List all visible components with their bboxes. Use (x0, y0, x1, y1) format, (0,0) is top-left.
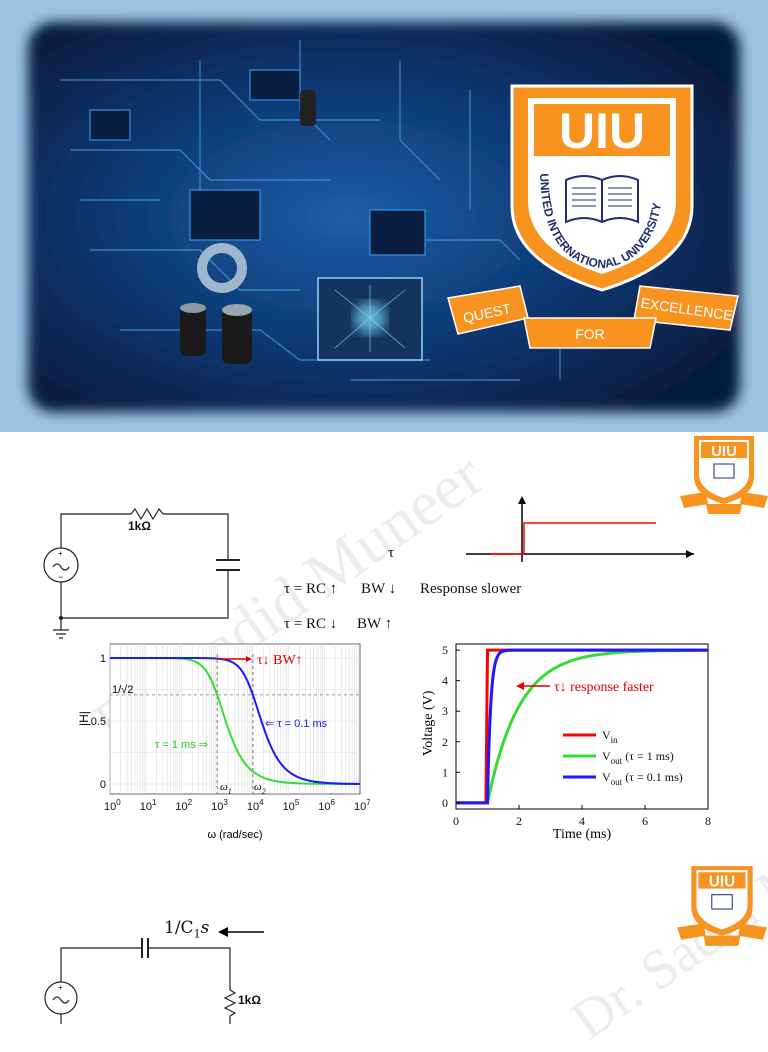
bode-xtick: 103 (211, 798, 228, 813)
bode-xlabel: ω (rad/sec) (207, 829, 262, 841)
legend-entry: Vout (τ = 1 ms) (602, 749, 674, 766)
step-plot-area (455, 643, 709, 810)
legend-entry: Vout (τ = 0.1 ms) (602, 770, 683, 787)
bode-annotation-green: τ = 1 ms ⇒ (155, 739, 208, 751)
step-ytick: 4 (442, 674, 448, 688)
note-bw-down: BW ↓ (361, 581, 397, 597)
uiu-logo-small-2: UIU (677, 866, 767, 946)
step-xtick: 8 (705, 814, 711, 828)
hero-banner: UIU UNITED INTERNATIONAL UNIVERSITY QUES… (0, 0, 768, 432)
step-xtick: 4 (579, 814, 585, 828)
capacitor-impedance-label: 1/C1s (164, 918, 209, 940)
resistor-label-2: 1kΩ (238, 993, 261, 1007)
step-annotation: τ↓ response faster (554, 680, 654, 695)
tau-symbol: τ (388, 545, 395, 561)
capacitor-icon (141, 938, 149, 958)
step-xtick: 2 (516, 814, 522, 828)
svg-text:+: + (58, 983, 63, 992)
step-ytick: 3 (442, 704, 448, 718)
omega1-label: ω (220, 781, 228, 793)
bode-xtick: 104 (247, 798, 264, 813)
step-input-graph (466, 496, 694, 562)
bode-curve-tau-0.1ms (110, 657, 360, 785)
svg-text:−: − (58, 572, 63, 582)
step-ytick: 1 (442, 765, 448, 779)
bode-annotation-top: τ↓ BW↑ (257, 653, 303, 668)
impedance-var: s (200, 918, 210, 938)
impedance-main: 1/C (164, 918, 194, 938)
bode-ytick: 1 (100, 653, 106, 665)
note-rc-up: τ = RC ↑ (284, 581, 338, 597)
bode-magnitude-plot: 1 0.5 0 100 101 102 103 104 105 106 107 |H| ω (rad… (77, 643, 370, 841)
omega2-label: ω (254, 781, 262, 793)
bode-xtick: 107 (354, 798, 370, 813)
step-ylabel: Voltage (V) (421, 690, 436, 756)
capacitor-icon (216, 559, 240, 571)
svg-text:+: + (58, 549, 63, 558)
logo-small-2-letters: UIU (709, 874, 735, 891)
ground-icon (53, 618, 69, 639)
logo-small-letters: UIU (711, 443, 737, 460)
series-vout-tau-0.1ms (456, 648, 708, 805)
omega2-sub: 2 (262, 787, 266, 796)
bode-cutoff-label: 1/√2 (112, 684, 133, 696)
note-response-slower: Response slower (420, 581, 522, 597)
bode-ytick: 0.5 (91, 716, 106, 728)
rc-highpass-circuit: + (44, 938, 237, 1024)
bode-annotation-blue: ⇐ τ = 0.1 ms (265, 718, 328, 730)
bode-plot-area (109, 643, 361, 795)
bode-ytick: 0 (100, 779, 106, 791)
note-rc-down: τ = RC ↓ (284, 616, 338, 632)
ribbon-for: FOR (575, 326, 605, 342)
legend-entry: Vin (602, 728, 618, 745)
step-ytick: 5 (442, 643, 448, 657)
bode-ylabel: |H| (77, 711, 91, 726)
bode-xtick: 101 (140, 798, 157, 813)
resistor-label: 1kΩ (128, 519, 151, 533)
svg-text:ω2: ω2 (254, 781, 266, 796)
step-ytick: 2 (442, 735, 448, 749)
bode-xtick: 106 (318, 798, 335, 813)
step-ytick: 0 (442, 796, 448, 810)
svg-text:ω1: ω1 (220, 781, 232, 796)
step-xlabel: Time (ms) (553, 827, 612, 842)
step-response-chart: 0 2 4 6 8 0 1 2 3 4 5 Voltage (V) Time (ms) τ↓ res… (421, 643, 711, 842)
uiu-logo: UIU UNITED INTERNATIONAL UNIVERSITY QUES… (447, 84, 739, 349)
step-xtick: 0 (453, 814, 459, 828)
impedance-sub: 1 (193, 927, 201, 941)
omega1-sub: 1 (228, 787, 232, 796)
step-xtick: 6 (642, 814, 648, 828)
circuit-board-image: UIU UNITED INTERNATIONAL UNIVERSITY QUES… (28, 22, 740, 412)
logo-letters: UIU (559, 103, 645, 159)
uiu-logo-small: UIU (680, 436, 768, 514)
resistor-icon (130, 507, 164, 521)
arrow-left-icon (218, 927, 264, 937)
resistor-icon (223, 989, 237, 1024)
ac-source-icon (43, 547, 79, 583)
note-bw-up: BW ↑ (357, 616, 393, 632)
bode-xtick: 105 (283, 798, 300, 813)
bode-xtick: 102 (175, 798, 192, 813)
bode-xtick: 100 (104, 798, 121, 813)
rc-lowpass-circuit: + − (43, 507, 240, 639)
